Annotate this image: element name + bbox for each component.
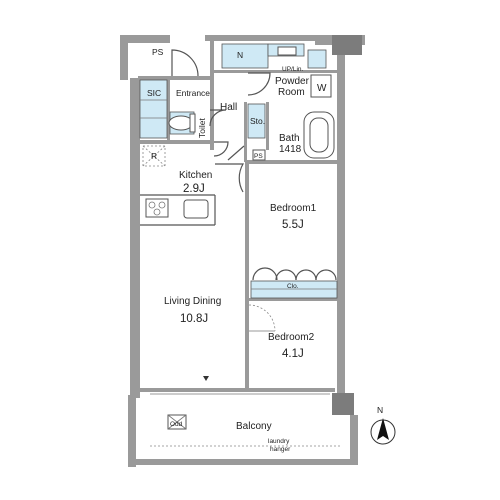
outdoor-unit-label: Odd	[170, 421, 183, 428]
n-storage-label: N	[237, 50, 243, 60]
closet-label: Clo.	[287, 283, 299, 290]
sto-label: Sto.	[250, 116, 265, 126]
bath-size-label: 1418	[279, 144, 302, 155]
closet	[250, 280, 338, 299]
doors	[171, 49, 276, 332]
kitchen-size-label: 2.9J	[183, 183, 205, 195]
exterior-walls	[120, 35, 365, 467]
compass-north-label: N	[377, 405, 383, 415]
compass-icon	[370, 418, 396, 445]
fixtures	[139, 43, 340, 447]
interior-walls	[138, 35, 342, 390]
ps-small-label: PS	[254, 153, 263, 160]
refrigerator-label: R	[151, 151, 157, 161]
up-lin-label: UP/Lin.	[282, 66, 304, 73]
living-dining-label: Living Dining	[164, 296, 221, 307]
bedroom1-label: Bedroom1	[270, 203, 317, 214]
laundry-label-1: laundry	[268, 438, 290, 445]
w-label: W	[317, 83, 327, 94]
sto-storage	[247, 103, 266, 139]
balcony-label: Balcony	[236, 421, 272, 432]
powder-room-label-1: Powder	[275, 76, 310, 87]
sic-storage	[139, 79, 168, 139]
sic-label: SIC	[147, 88, 161, 98]
bedroom2-label: Bedroom2	[268, 332, 315, 343]
room-labels: PS N UP/Lin. Powder Room W SIC Entrance …	[147, 47, 383, 453]
entrance-label: Entrance	[176, 88, 210, 98]
powder-room-label-2: Room	[278, 87, 305, 98]
n-storage	[221, 43, 269, 69]
hall-label: Hall	[220, 102, 237, 113]
kitchen-label: Kitchen	[179, 170, 212, 181]
bedroom2-size-label: 4.1J	[282, 348, 304, 360]
ps-top-label: PS	[152, 47, 164, 57]
living-dining-size-label: 10.8J	[180, 313, 208, 325]
bath-label: Bath	[279, 133, 300, 144]
toilet-label: Toilet	[197, 118, 207, 138]
laundry-label-2: hanger	[270, 446, 291, 453]
bedroom1-size-label: 5.5J	[282, 219, 304, 231]
